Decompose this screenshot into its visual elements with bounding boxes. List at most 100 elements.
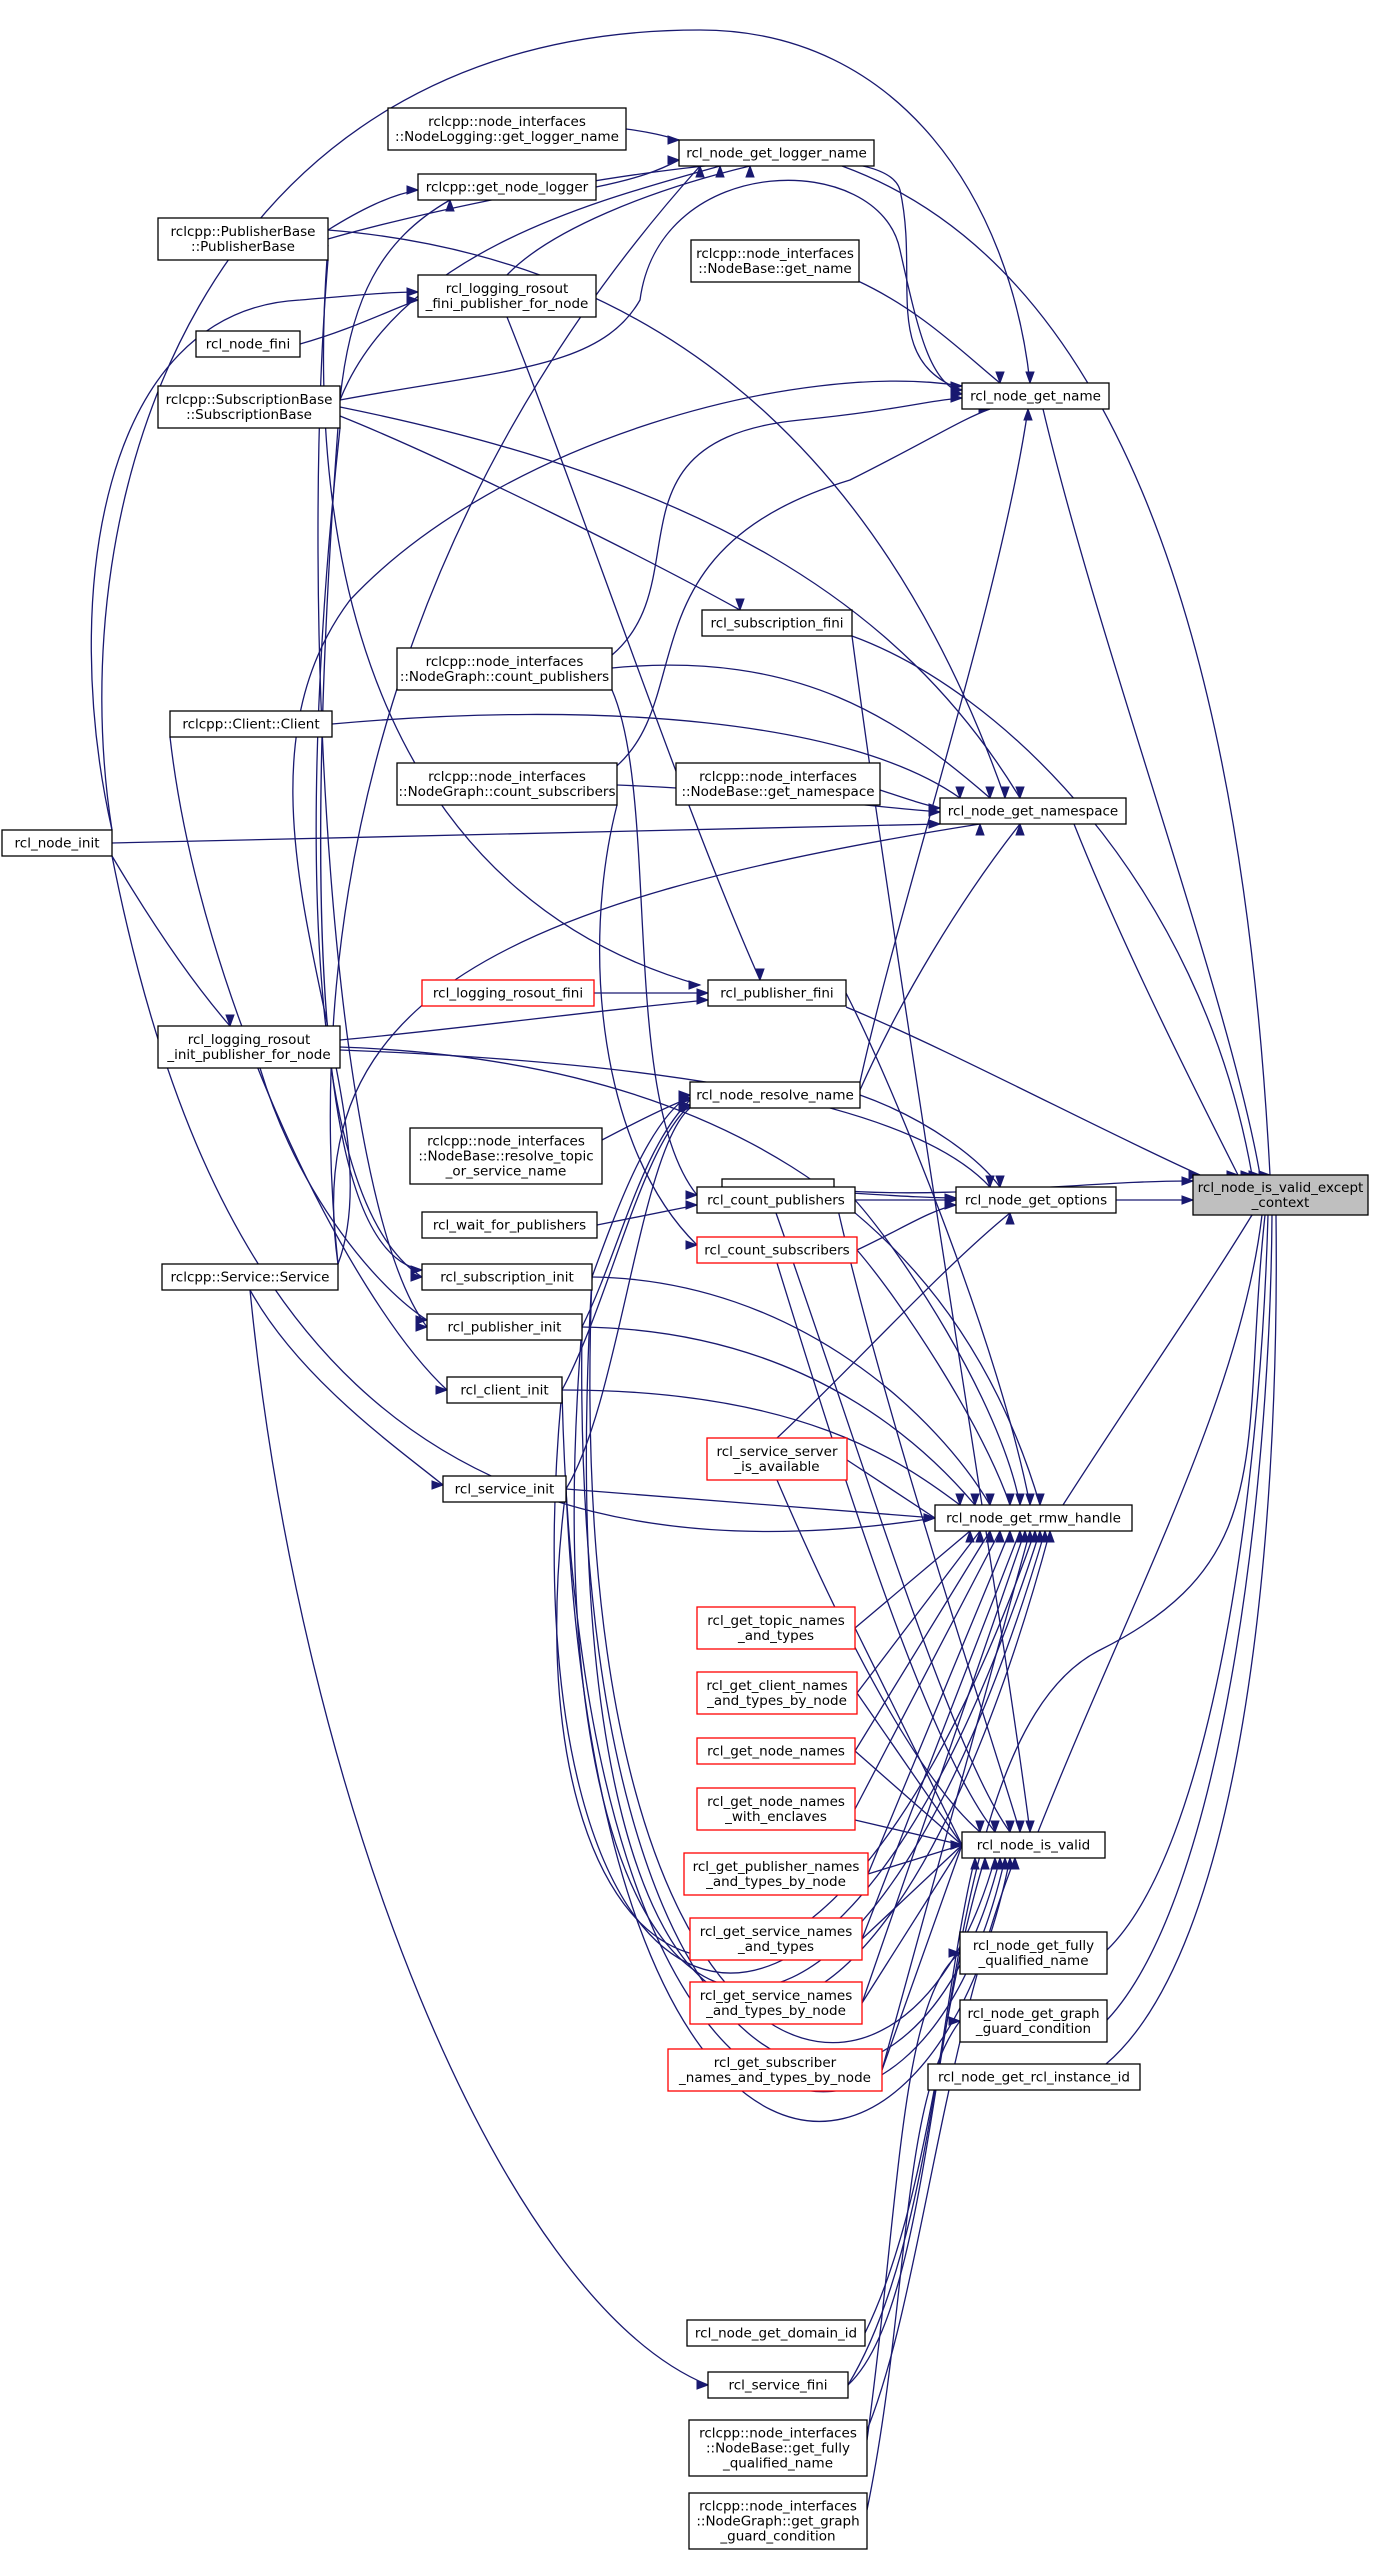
call-edge (339, 415, 741, 611)
arrowhead (745, 164, 755, 178)
node-get-node-logger[interactable]: rclcpp::get_node_logger (417, 173, 597, 201)
node-count-subscribers[interactable]: rcl_count_subscribers (696, 1236, 858, 1264)
node-get-options[interactable]: rcl_node_get_options (955, 1186, 1117, 1214)
node-box (961, 1831, 1106, 1859)
node-service-service[interactable]: rclcpp::Service::Service (161, 1263, 339, 1291)
node-label: _guard_condition (719, 2529, 835, 2545)
node-service-init[interactable]: rcl_service_init (442, 1475, 567, 1503)
node-label: ::NodeBase::get_name (698, 261, 852, 277)
node-ng-count-publishers[interactable]: rclcpp::node_interfaces::NodeGraph::coun… (396, 647, 613, 691)
call-edge (331, 713, 961, 799)
node-box (417, 274, 597, 318)
call-nodes: rcl_node_is_valid_except_contextrcl_node… (1, 107, 1369, 2550)
node-nb-fully-qualified[interactable]: rclcpp::node_interfaces::NodeBase::get_f… (688, 2419, 868, 2477)
node-subscriber-names[interactable]: rcl_get_subscriber_names_and_types_by_no… (667, 2048, 883, 2092)
node-label: rclcpp::node_interfaces (426, 654, 584, 670)
arrowhead (696, 988, 710, 998)
arrowhead (1005, 1529, 1015, 1543)
node-ng-graph-guard[interactable]: rclcpp::node_interfaces::NodeGraph::get_… (688, 2492, 868, 2550)
node-box (689, 1917, 863, 1961)
call-edge (851, 635, 1253, 1176)
node-rosout-fini-pub[interactable]: rcl_logging_rosout_fini_publisher_for_no… (417, 274, 597, 318)
node-publisher-names[interactable]: rcl_get_publisher_names_and_types_by_nod… (683, 1852, 869, 1896)
node-service-names[interactable]: rcl_get_service_names_and_types (689, 1917, 863, 1961)
arrowhead (695, 164, 705, 178)
node-resolve-name[interactable]: rcl_node_resolve_name (689, 1081, 861, 1109)
node-label: _context (1251, 1195, 1310, 1211)
node-service-names-node[interactable]: rcl_get_service_names_and_types_by_node (689, 1981, 863, 2025)
node-graph-guard[interactable]: rcl_node_get_graph_guard_condition (959, 1999, 1108, 2043)
node-client-names[interactable]: rcl_get_client_names_and_types_by_node (696, 1671, 858, 1715)
arrowhead (406, 185, 420, 195)
node-wait-for-publishers[interactable]: rcl_wait_for_publishers (421, 1211, 598, 1239)
node-get-name[interactable]: rcl_node_get_name (961, 382, 1110, 410)
node-box (696, 1606, 856, 1650)
node-node-names[interactable]: rcl_get_node_names (696, 1737, 856, 1765)
node-nl-get-logger-name[interactable]: rclcpp::node_interfaces::NodeLogging::ge… (387, 107, 627, 151)
node-box (686, 2319, 866, 2347)
node-label: _and_types_by_node (705, 1874, 846, 1890)
node-subscription-init[interactable]: rcl_subscription_init (421, 1263, 593, 1291)
node-client-init[interactable]: rcl_client_init (446, 1376, 563, 1404)
call-arrowheads (225, 135, 1281, 2390)
node-count-publishers[interactable]: rcl_count_publishers (696, 1186, 856, 1214)
node-node-init[interactable]: rcl_node_init (1, 829, 113, 857)
node-label: rcl_node_get_domain_id (695, 2326, 857, 2342)
call-edge (332, 823, 981, 1265)
call-edge (1042, 408, 1261, 1176)
arrowhead (928, 819, 942, 829)
node-label: rcl_get_node_names (707, 1794, 845, 1810)
call-edge (776, 1262, 996, 1833)
node-get-namespace[interactable]: rcl_node_get_namespace (939, 797, 1127, 825)
node-client-client[interactable]: rclcpp::Client::Client (169, 710, 333, 738)
node-get-rmw-handle[interactable]: rcl_node_get_rmw_handle (934, 1504, 1133, 1532)
node-box (955, 1186, 1117, 1214)
call-edge (249, 1289, 444, 1486)
node-domain-id[interactable]: rcl_node_get_domain_id (686, 2319, 866, 2347)
node-rosout-init-pub[interactable]: rcl_logging_rosout_init_publisher_for_no… (157, 1025, 341, 1069)
node-label: rcl_get_subscriber (714, 2055, 837, 2071)
node-label: _names_and_types_by_node (678, 2070, 871, 2086)
node-nb-resolve[interactable]: rclcpp::node_interfaces::NodeBase::resol… (409, 1127, 603, 1185)
node-label: ::NodeGraph::count_publishers (400, 669, 609, 685)
call-edge (833, 1191, 1021, 1833)
node-node-fini[interactable]: rcl_node_fini (195, 330, 301, 358)
call-edge (561, 1389, 961, 1506)
node-ng-count-subscribers[interactable]: rclcpp::node_interfaces::NodeGraph::coun… (396, 762, 618, 806)
arrowhead (965, 1529, 975, 1543)
node-label: rclcpp::node_interfaces (427, 1134, 585, 1150)
call-edge (90, 291, 419, 831)
node-box (927, 2063, 1141, 2091)
arrowhead (975, 822, 985, 836)
node-label: rcl_node_resolve_name (696, 1088, 854, 1104)
node-publisher-fini[interactable]: rcl_publisher_fini (707, 979, 847, 1007)
node-box (426, 1313, 583, 1341)
node-box (195, 330, 301, 358)
node-label: rcl_count_subscribers (704, 1243, 849, 1259)
node-service-fini[interactable]: rcl_service_fini (707, 2371, 849, 2399)
node-node-names-enclaves[interactable]: rcl_get_node_names_with_enclaves (696, 1787, 856, 1831)
node-nb-get-name[interactable]: rclcpp::node_interfaces::NodeBase::get_n… (690, 239, 860, 283)
node-is-valid[interactable]: rcl_node_is_valid (961, 1831, 1106, 1859)
arrowhead (928, 807, 942, 817)
node-get-logger-name[interactable]: rcl_node_get_logger_name (678, 139, 875, 167)
node-topic-names[interactable]: rcl_get_topic_names_and_types (696, 1606, 856, 1650)
call-edge (111, 823, 941, 844)
node-subscriptionbase[interactable]: rclcpp::SubscriptionBase::SubscriptionBa… (157, 385, 341, 429)
call-edge (841, 165, 1271, 1176)
call-edge (881, 1844, 963, 2071)
arrowhead (685, 1240, 699, 1250)
node-nb-get-namespace[interactable]: rclcpp::node_interfaces::NodeBase::get_n… (675, 762, 881, 806)
node-server-available[interactable]: rcl_service_server_is_available (706, 1437, 848, 1481)
node-label: _with_enclaves (724, 1809, 827, 1825)
node-publisherbase[interactable]: rclcpp::PublisherBase::PublisherBase (157, 217, 329, 261)
node-rcl-instance-id[interactable]: rcl_node_get_rcl_instance_id (927, 2063, 1141, 2091)
node-publisher-init[interactable]: rcl_publisher_init (426, 1313, 583, 1341)
node-subscription-fini[interactable]: rcl_subscription_fini (701, 609, 853, 637)
node-box (157, 1025, 341, 1069)
node-box (157, 217, 329, 261)
call-edge (327, 189, 419, 231)
node-rosout-fini[interactable]: rcl_logging_rosout_fini (421, 979, 595, 1007)
node-box (387, 107, 627, 151)
node-fully-qualified[interactable]: rcl_node_get_fully_qualified_name (959, 1931, 1108, 1975)
